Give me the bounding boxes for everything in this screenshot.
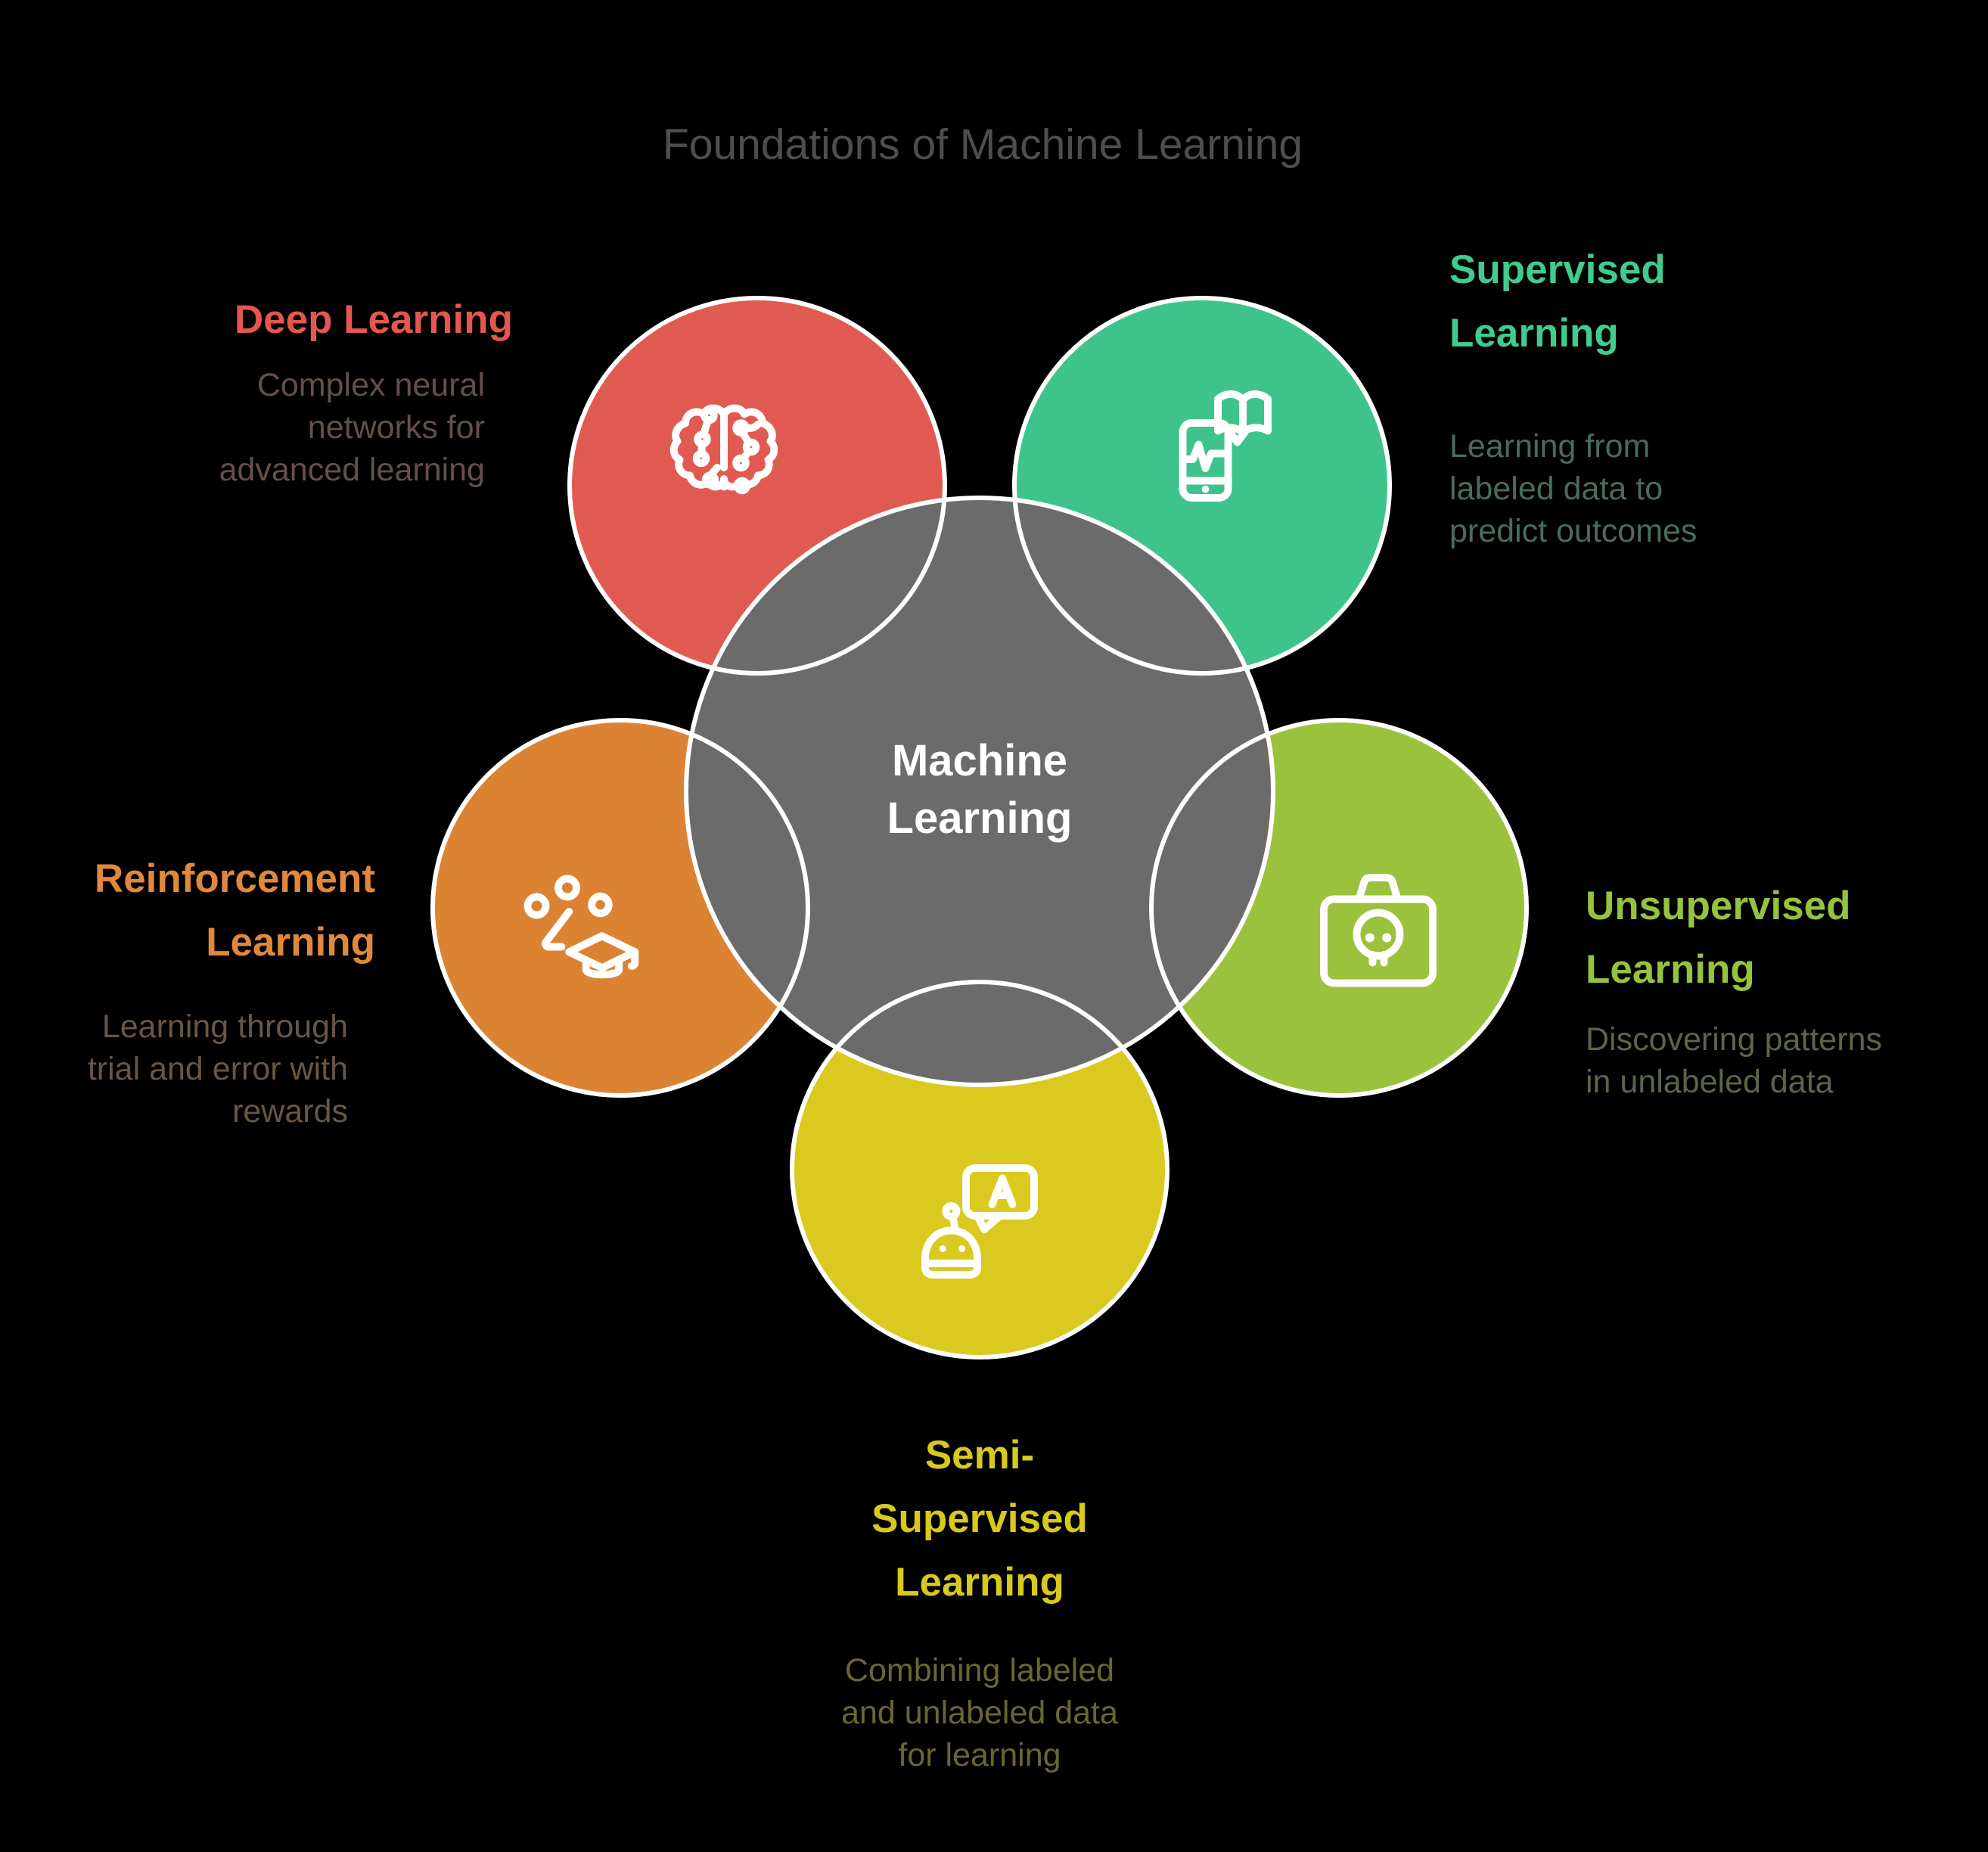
semi-supervised-learning-description: Combining labeled and unlabeled data for… [841, 1652, 1118, 1773]
circle-outlines [430, 296, 1529, 1359]
phone-book-icon [1179, 390, 1272, 502]
supervised-learning-description: Learning from labeled data to predict ou… [1449, 428, 1698, 549]
brain-circuit-icon [669, 404, 778, 495]
unsupervised-learning-heading: Unsupervised Learning [1586, 884, 1851, 992]
machine-learning-label: Machine Learning [887, 736, 1073, 843]
page-title: Foundations of Machine Learning [662, 120, 1303, 169]
reinforcement-learning-heading: Reinforcement Learning [94, 856, 375, 965]
deep-learning-description: Complex neural networks for advanced lea… [219, 367, 485, 488]
robot-chat-icon [921, 1164, 1038, 1279]
shapes-graduation-cap-icon [523, 875, 639, 979]
reinforcement-learning-description: Learning through trial and error with re… [87, 1008, 348, 1130]
supervised-learning-heading: Supervised Learning [1449, 247, 1666, 356]
machine-learning-circle [686, 498, 1273, 1085]
skull-case-icon [1320, 874, 1437, 987]
deep-learning-heading: Deep Learning [234, 297, 513, 342]
semi-supervised-learning-heading: Semi- Supervised Learning [871, 1433, 1088, 1605]
unsupervised-learning-description: Discovering patterns in unlabeled data [1586, 1021, 1882, 1100]
